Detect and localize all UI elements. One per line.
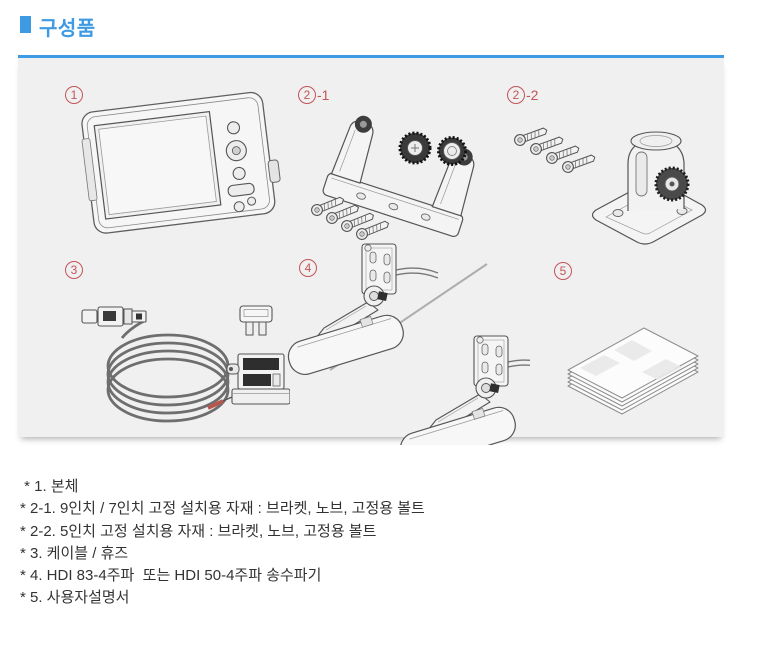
label-item-1: 1 (65, 86, 84, 104)
circled-number: 3 (65, 261, 83, 279)
label-item-4: 4 (299, 259, 318, 277)
section-bullet-square (20, 16, 31, 33)
figure-gimbal-bracket (303, 106, 493, 251)
list-item: * 2-1. 9인치 / 7인치 고정 설치용 자재 : 브라켓, 노브, 고정… (20, 500, 425, 518)
list-item: * 1. 본체 (20, 478, 79, 495)
list-item: * 2-2. 5인치 고정 설치용 자재 : 브라켓, 노브, 고정용 볼트 (20, 522, 377, 540)
circled-number: 2 (507, 86, 525, 104)
list-item: * 3. 케이블 / 휴즈 (20, 544, 129, 562)
figure-main-unit (70, 88, 285, 253)
list-item: * 5. 사용자설명서 (20, 589, 130, 607)
components-diagram-panel: 1 2 -1 2 -2 3 4 5 (18, 58, 724, 445)
label-item-5: 5 (554, 262, 573, 280)
label-item-3: 3 (65, 261, 84, 279)
circled-number: 1 (65, 86, 83, 104)
circled-number: 5 (554, 262, 572, 280)
list-item: * 4. HDI 83-4주파 또는 HDI 50-4주파 송수파기 (20, 567, 322, 585)
label-item-2-2: 2 -2 (507, 86, 538, 104)
section-title: 구성품 (39, 18, 96, 40)
circled-number: 2 (298, 86, 316, 104)
components-list: * 1. 본체 * 2-1. 9인치 / 7인치 고정 설치용 자재 : 브라켓… (20, 476, 425, 610)
circled-number: 4 (299, 259, 317, 277)
section-divider-line (18, 55, 724, 58)
figure-pedestal-mount (496, 110, 711, 255)
label-item-2-1: 2 -1 (298, 86, 329, 104)
figure-cable-and-fuse (60, 280, 290, 440)
figure-transducers (280, 240, 530, 445)
figure-manuals (546, 296, 721, 431)
